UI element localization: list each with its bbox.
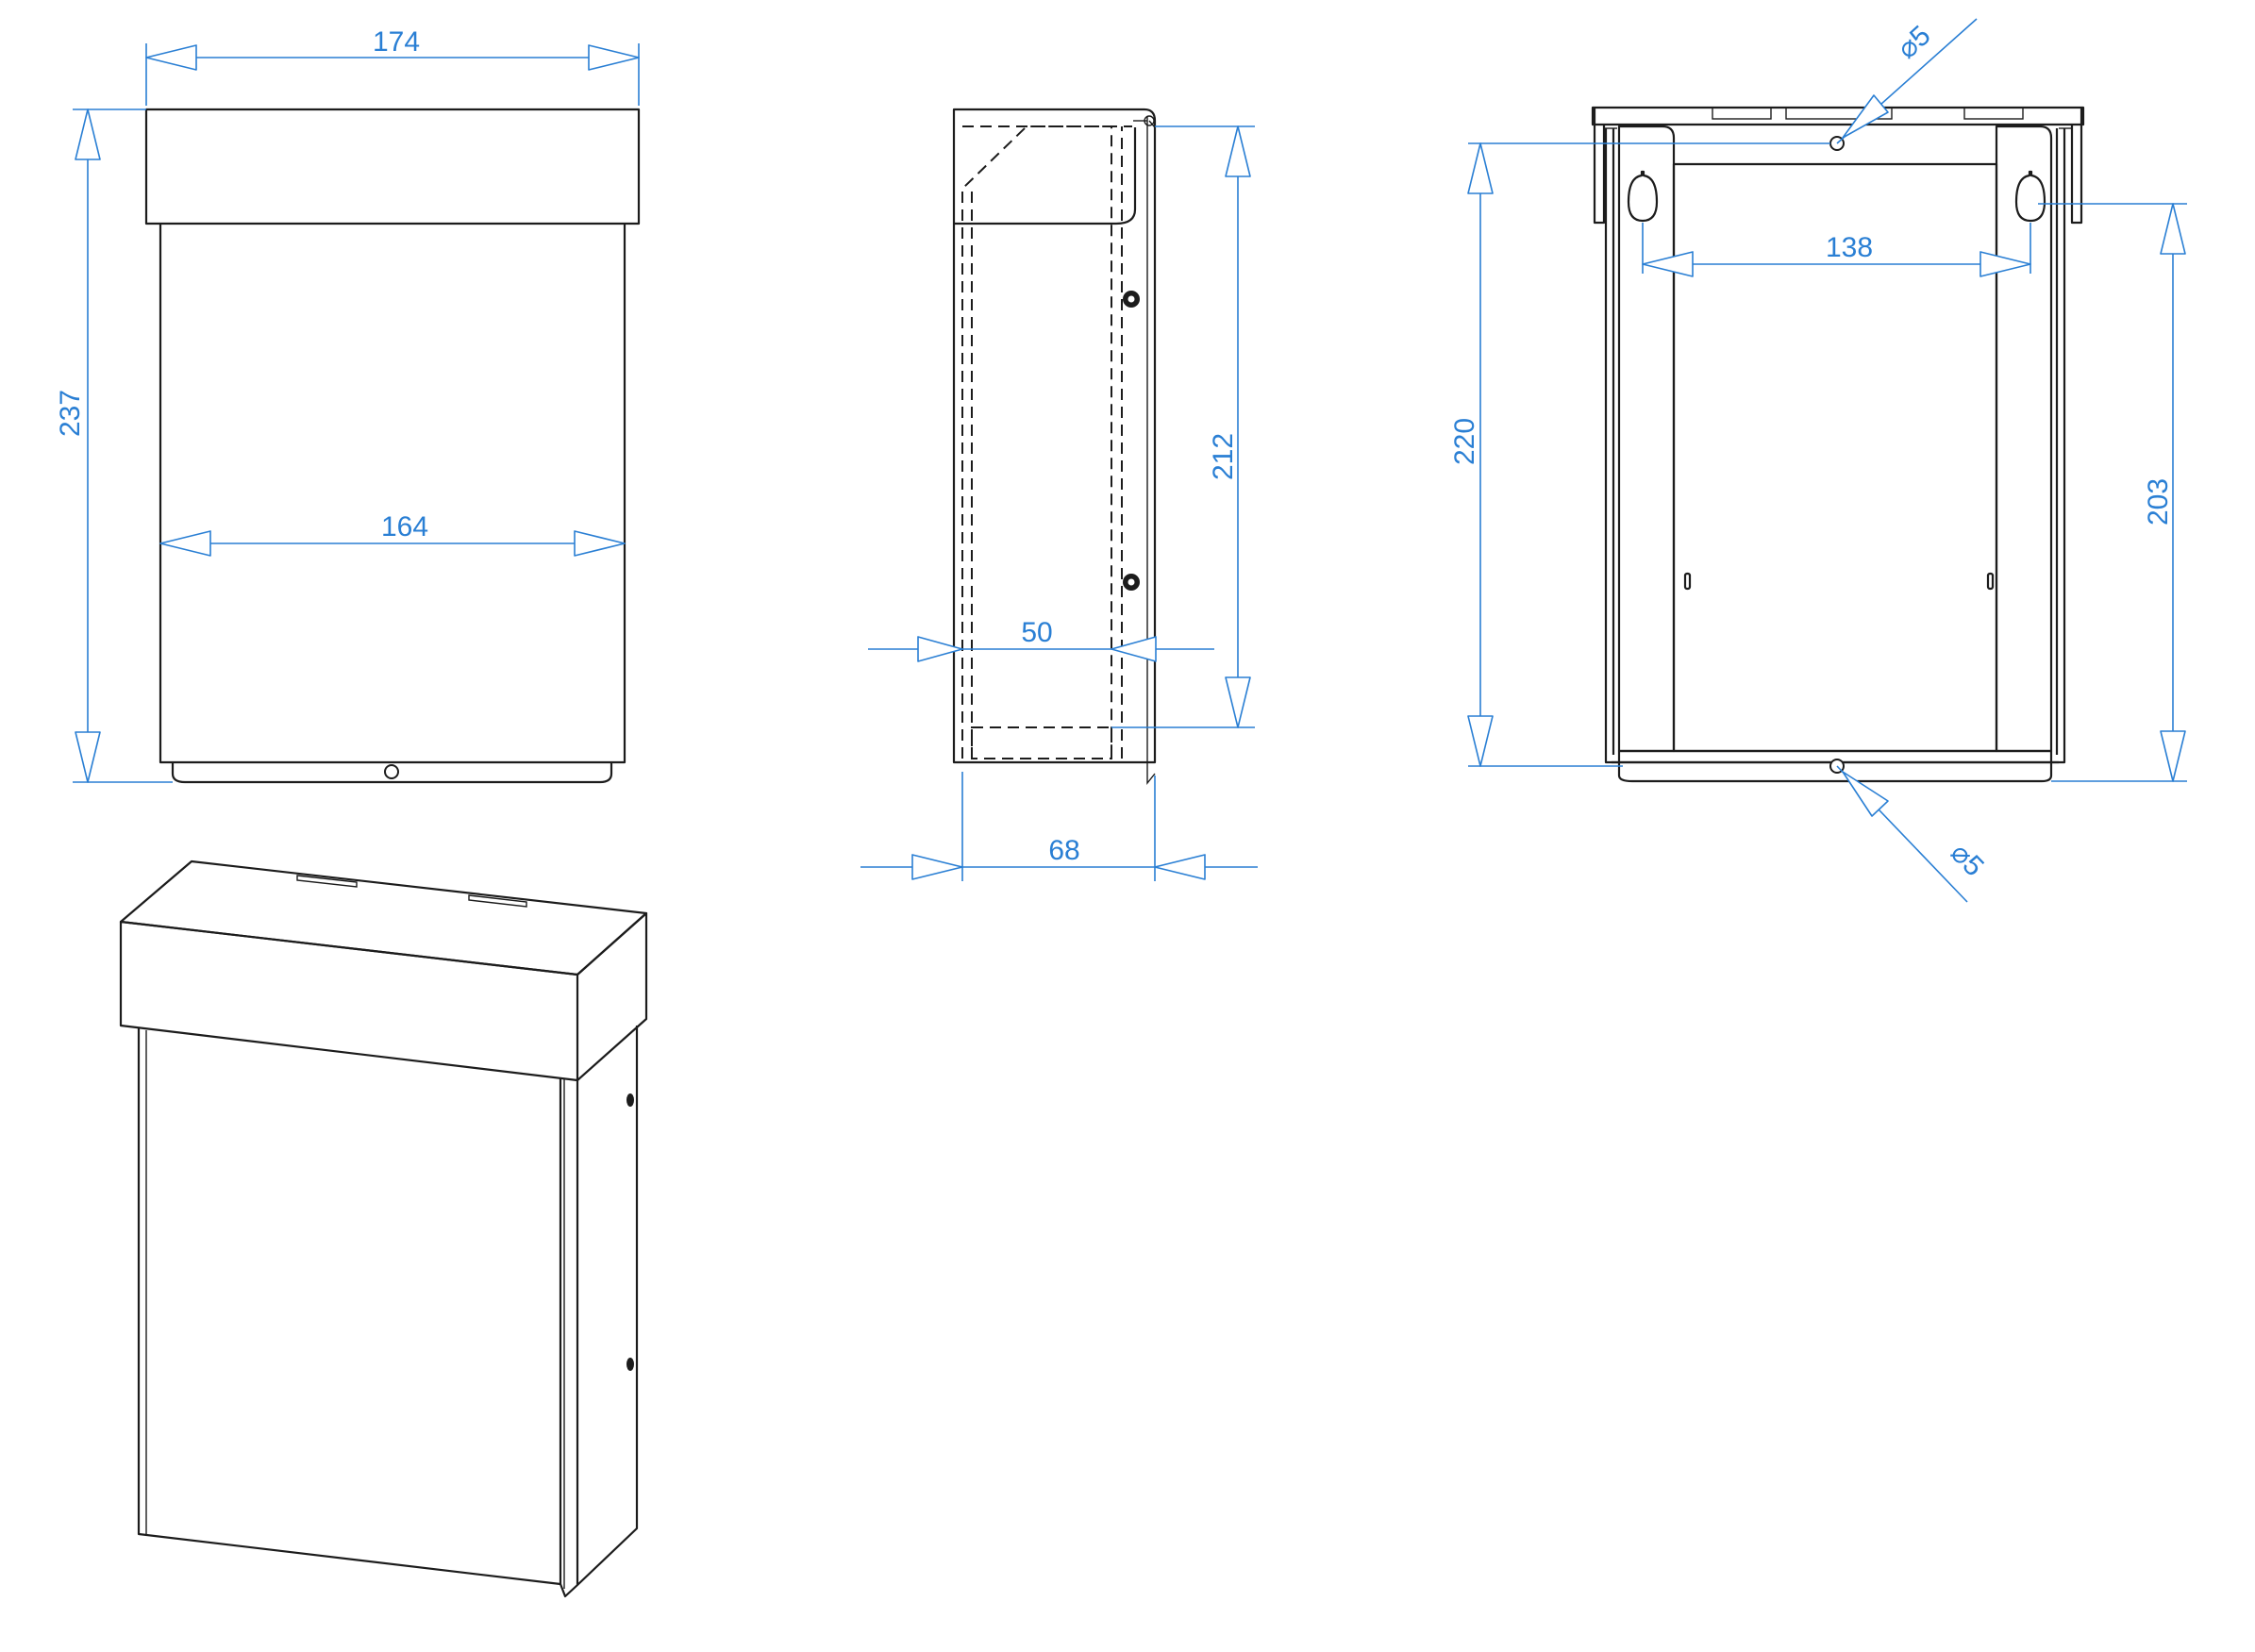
dim-label-bottom-diameter: ⌀5 xyxy=(1945,837,1990,882)
back-top-rail xyxy=(1591,106,2085,126)
iso-body-front xyxy=(137,1028,562,1586)
side-view: 212 50 68 xyxy=(860,108,1258,881)
back-left-bracket xyxy=(1617,125,1676,753)
back-left-keyhole xyxy=(1627,170,1659,223)
iso-lid-side xyxy=(576,911,648,1081)
front-body xyxy=(159,224,626,764)
side-back-plate xyxy=(1146,117,1156,785)
dim-label-50: 50 xyxy=(1021,617,1052,648)
dim-back-hole-height: 203 xyxy=(2038,203,2187,782)
dim-back-bottom-hole-diameter: ⌀5 xyxy=(1836,765,1990,903)
dim-side-inner-depth: 50 xyxy=(868,617,1214,662)
iso-lid-top xyxy=(119,859,648,976)
front-bottom-hole xyxy=(384,764,399,779)
dim-label-220: 220 xyxy=(1449,418,1480,465)
dim-label-203: 203 xyxy=(2143,478,2174,526)
dim-label-164: 164 xyxy=(381,511,428,542)
dim-front-total-height: 237 xyxy=(55,108,173,783)
isometric-view xyxy=(119,859,648,1598)
side-lid-front xyxy=(954,127,1137,225)
iso-body-side xyxy=(559,1026,639,1598)
back-view: 138 220 203 ⌀5 xyxy=(1449,18,2187,903)
front-view: 174 164 237 xyxy=(55,26,641,784)
back-right-bracket xyxy=(1995,125,2053,753)
dim-label-212: 212 xyxy=(1208,433,1239,480)
iso-lid-front xyxy=(119,920,579,1082)
back-bottom-tray xyxy=(1617,749,2053,783)
dim-label-top-diameter: ⌀5 xyxy=(1892,20,1937,65)
dim-side-total-depth: 68 xyxy=(860,772,1258,881)
iso-screw-bottom xyxy=(626,1358,634,1371)
dim-label-174: 174 xyxy=(373,26,420,58)
dim-label-237: 237 xyxy=(55,390,86,437)
side-hidden-liner xyxy=(961,125,1112,759)
front-lid xyxy=(144,108,641,225)
dim-front-total-width: 174 xyxy=(145,26,640,106)
iso-screw-top xyxy=(626,1093,634,1107)
dim-label-68: 68 xyxy=(1048,835,1079,866)
back-right-keyhole xyxy=(2014,170,2046,223)
dim-side-inner-height: 212 xyxy=(1111,125,1255,728)
side-hidden-bottom xyxy=(971,726,1112,759)
dim-back-hole-spacing: 138 xyxy=(1642,223,2031,277)
front-bottom-tray xyxy=(171,762,613,784)
side-outline xyxy=(952,108,1157,764)
dim-front-body-width: 164 xyxy=(159,511,626,557)
dim-label-138: 138 xyxy=(1826,232,1873,263)
dim-back-total-height: 220 xyxy=(1449,142,1830,767)
